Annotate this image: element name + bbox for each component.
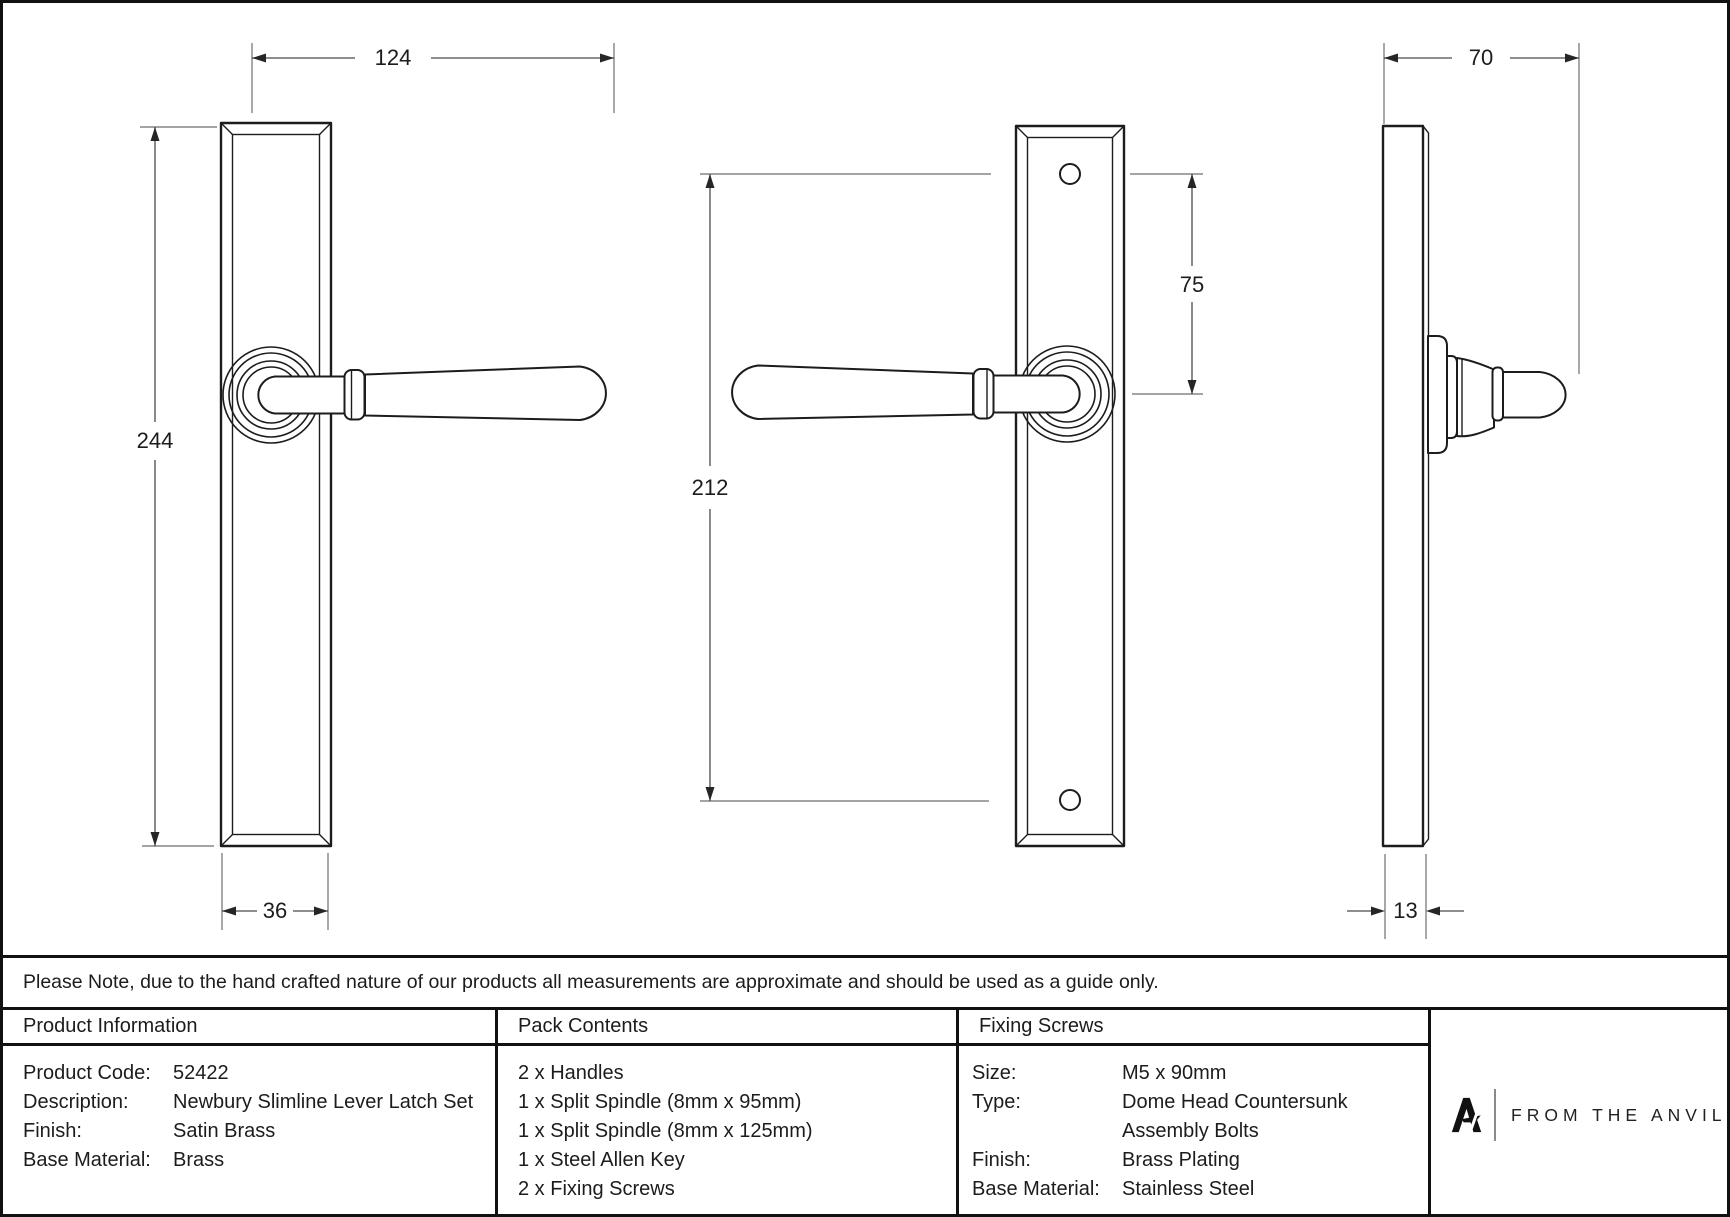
- dimension-plate-height: 244: [137, 126, 217, 847]
- dim-label-70: 70: [1469, 45, 1493, 70]
- table-row: Product Code: 52422: [23, 1059, 495, 1088]
- logo-divider: [1494, 1089, 1496, 1141]
- row-label: Size:: [972, 1062, 1017, 1084]
- row-value: M5 x 90mm: [1122, 1062, 1227, 1084]
- row-label: Finish:: [23, 1120, 82, 1142]
- brand-logo-cell: FROM THE ANVIL: [1428, 1010, 1727, 1214]
- list-item: 2 x Handles: [518, 1062, 624, 1084]
- dimension-plate-thickness: 13: [1347, 854, 1464, 939]
- list-item: 1 x Split Spindle (8mm x 125mm): [518, 1120, 813, 1142]
- info-panel: Please Note, due to the hand crafted nat…: [3, 955, 1727, 1214]
- pack-contents-cells: 2 x Handles 1 x Split Spindle (8mm x 95m…: [498, 1046, 956, 1204]
- list-item: 2 x Fixing Screws: [518, 1178, 675, 1200]
- anvil-logo-icon: [1451, 1097, 1482, 1133]
- list-item: 1 x Split Spindle (8mm x 95mm): [518, 1091, 802, 1113]
- back-view-drawing: 212 75: [692, 124, 1204, 848]
- fixing-screws-cells: Size: M5 x 90mm Type: Dome Head Counters…: [959, 1046, 1428, 1204]
- pack-contents-column: Pack Contents 2 x Handles 1 x Split Spin…: [495, 1010, 956, 1214]
- dim-label-13: 13: [1393, 898, 1417, 923]
- dimension-hole-to-spindle: 75: [1130, 173, 1204, 395]
- product-information-cells: Product Code: 52422 Description: Newbury…: [3, 1046, 495, 1175]
- row-label: Description:: [23, 1091, 129, 1113]
- row-label: Base Material:: [23, 1149, 151, 1171]
- dimension-lever-length: 124: [251, 43, 615, 113]
- dim-label-212: 212: [692, 475, 729, 500]
- brand-name: FROM THE ANVIL: [1511, 1104, 1727, 1125]
- top-screw-hole: [1059, 163, 1081, 185]
- fixing-screws-column: Fixing Screws Size: M5 x 90mm Type: Dome…: [956, 1010, 1428, 1214]
- brand-logo: FROM THE ANVIL: [1451, 1089, 1727, 1141]
- dim-label-244: 244: [137, 428, 174, 453]
- list-item: 1 x Steel Allen Key: [518, 1149, 685, 1171]
- table-row: Size: M5 x 90mm: [972, 1059, 1428, 1088]
- dim-label-36: 36: [263, 898, 287, 923]
- row-label: Base Material:: [972, 1178, 1100, 1200]
- dim-label-75: 75: [1180, 272, 1204, 297]
- table-row: Base Material: Brass: [23, 1146, 495, 1175]
- dimension-plate-width: 36: [221, 853, 329, 930]
- row-value: Brass: [173, 1149, 225, 1171]
- column-header-fixing-screws: Fixing Screws: [959, 1010, 1428, 1046]
- table-row: Finish: Brass Plating: [972, 1146, 1428, 1175]
- product-info-table: Product Information Product Code: 52422 …: [3, 1007, 1727, 1214]
- row-value: Satin Brass: [173, 1120, 276, 1142]
- table-row: Description: Newbury Slimline Lever Latc…: [23, 1088, 495, 1117]
- table-row: Finish: Satin Brass: [23, 1117, 495, 1146]
- bottom-screw-hole: [1059, 789, 1081, 811]
- column-header-product-information: Product Information: [3, 1010, 495, 1046]
- table-row: Type: Dome Head Countersunk: [972, 1088, 1428, 1117]
- row-label: Product Code:: [23, 1062, 151, 1084]
- front-view-drawing: 124 244 36: [137, 43, 615, 930]
- product-information-column: Product Information Product Code: 52422 …: [3, 1010, 495, 1214]
- row-label: Type:: [972, 1091, 1021, 1113]
- column-header-pack-contents: Pack Contents: [498, 1010, 956, 1046]
- dimension-projection: 70: [1383, 43, 1580, 374]
- row-value: Assembly Bolts: [1122, 1120, 1259, 1142]
- row-value: Newbury Slimline Lever Latch Set: [173, 1091, 474, 1113]
- row-value: Stainless Steel: [1122, 1178, 1255, 1200]
- row-label: [972, 1117, 1122, 1146]
- note-text: Please Note, due to the hand crafted nat…: [23, 971, 1159, 993]
- table-row: Assembly Bolts: [972, 1117, 1428, 1146]
- row-label: Finish:: [972, 1149, 1031, 1171]
- dim-label-124: 124: [375, 45, 412, 70]
- row-value: Dome Head Countersunk: [1122, 1091, 1348, 1113]
- row-value: 52422: [173, 1062, 229, 1084]
- dimension-fixing-centres: 212: [692, 173, 991, 802]
- measurement-note: Please Note, due to the hand crafted nat…: [3, 958, 1727, 1007]
- side-view-drawing: 70 13: [1347, 43, 1580, 939]
- technical-drawing: 124 244 36: [137, 43, 1580, 939]
- table-row: Base Material: Stainless Steel: [972, 1175, 1428, 1204]
- row-value: Brass Plating: [1122, 1149, 1240, 1171]
